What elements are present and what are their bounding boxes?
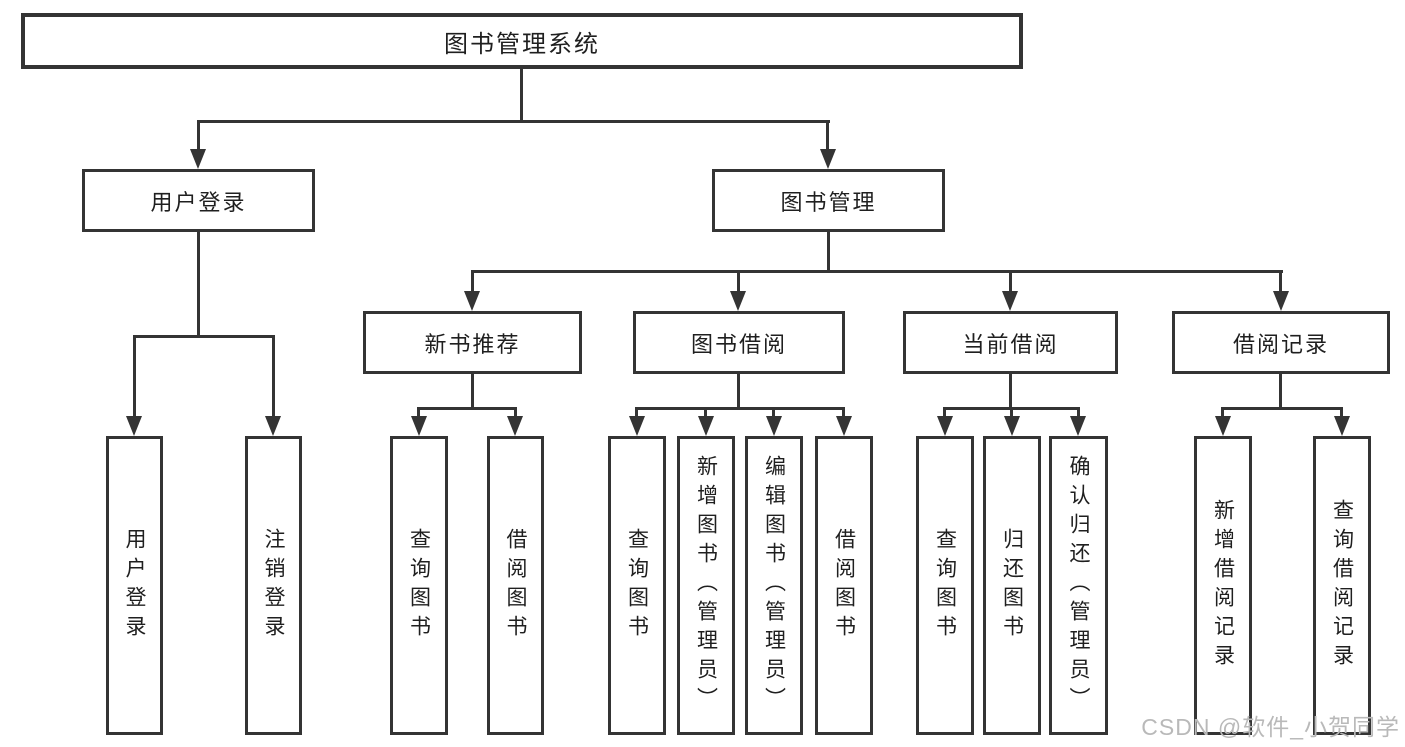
leaf-query-books-label: 查询图书 bbox=[407, 527, 431, 644]
connector-leaf-drop bbox=[1221, 407, 1224, 420]
connector-leaf-drop bbox=[272, 335, 275, 418]
connector-leaf-drop bbox=[842, 407, 845, 420]
leaf-query-books-recommend: 查询图书 bbox=[390, 436, 448, 735]
node-library-system-label: 图书管理系统 bbox=[444, 30, 600, 58]
connector-new-rec-rail bbox=[417, 407, 517, 410]
connector-leaf-drop bbox=[514, 407, 517, 420]
leaf-confirm-return-admin-label: 确认归还（管理员） bbox=[1067, 455, 1091, 716]
connector-new-rec-stem bbox=[471, 374, 474, 410]
arrowhead-down-icon bbox=[464, 291, 480, 311]
leaf-borrow-books-label: 借阅图书 bbox=[832, 527, 856, 644]
connector-level3-drop bbox=[737, 270, 740, 294]
arrowhead-down-icon bbox=[411, 416, 427, 436]
node-current-borrowing-label: 当前借阅 bbox=[962, 331, 1059, 357]
connector-records-rail bbox=[1221, 407, 1343, 410]
node-borrowing-records-label: 借阅记录 bbox=[1232, 331, 1329, 357]
connector-current-stem bbox=[1009, 374, 1012, 410]
leaf-query-books-label: 查询图书 bbox=[625, 527, 649, 644]
connector-book-mgmt-stem bbox=[827, 232, 830, 273]
node-user-login-label: 用户登录 bbox=[150, 189, 247, 215]
connector-borrowing-stem bbox=[737, 374, 740, 410]
leaf-return-book: 归还图书 bbox=[983, 436, 1041, 735]
leaf-logout-login: 注销登录 bbox=[245, 436, 302, 735]
arrowhead-down-icon bbox=[1334, 416, 1350, 436]
connector-leaf-drop bbox=[1340, 407, 1343, 420]
leaf-edit-book-admin-label: 编辑图书（管理员） bbox=[762, 455, 786, 716]
connector-leaf-drop bbox=[635, 407, 638, 420]
connector-level3-drop bbox=[1009, 270, 1012, 294]
arrowhead-down-icon bbox=[1002, 291, 1018, 311]
connector-leaf-drop bbox=[1077, 407, 1080, 420]
leaf-query-books-current: 查询图书 bbox=[916, 436, 974, 735]
csdn-watermark: CSDN @软件_小贺同学 bbox=[1141, 714, 1400, 740]
node-borrowing-records: 借阅记录 bbox=[1172, 311, 1390, 374]
node-user-login: 用户登录 bbox=[82, 169, 315, 232]
connector-borrowing-rail bbox=[635, 407, 845, 410]
arrowhead-down-icon bbox=[190, 149, 206, 169]
leaf-query-borrow-record: 查询借阅记录 bbox=[1313, 436, 1371, 735]
connector-level3-drop bbox=[471, 270, 474, 294]
leaf-borrow-books-borrowing: 借阅图书 bbox=[815, 436, 873, 735]
arrowhead-down-icon bbox=[1273, 291, 1289, 311]
arrowhead-down-icon bbox=[629, 416, 645, 436]
arrowhead-down-icon bbox=[126, 416, 142, 436]
arrowhead-down-icon bbox=[937, 416, 953, 436]
leaf-user-login-label: 用户登录 bbox=[123, 527, 147, 644]
connector-user-login-rail bbox=[133, 335, 274, 338]
leaf-query-borrow-record-label: 查询借阅记录 bbox=[1330, 498, 1354, 673]
leaf-borrow-books-recommend: 借阅图书 bbox=[487, 436, 544, 735]
arrowhead-down-icon bbox=[265, 416, 281, 436]
connector-user-login-drop bbox=[197, 120, 200, 152]
connector-level2-rail bbox=[197, 120, 830, 123]
connector-leaf-drop bbox=[417, 407, 420, 420]
arrowhead-down-icon bbox=[1215, 416, 1231, 436]
arrowhead-down-icon bbox=[507, 416, 523, 436]
connector-leaf-drop bbox=[943, 407, 946, 420]
connector-level3-rail bbox=[471, 270, 1283, 273]
leaf-confirm-return-admin: 确认归还（管理员） bbox=[1049, 436, 1108, 735]
connector-leaf-drop bbox=[772, 407, 775, 420]
connector-user-login-stem bbox=[197, 232, 200, 338]
connector-leaf-drop bbox=[704, 407, 707, 420]
connector-leaf-drop bbox=[1010, 407, 1013, 420]
leaf-add-book-admin-label: 新增图书（管理员） bbox=[694, 455, 718, 716]
leaf-logout-login-label: 注销登录 bbox=[262, 527, 286, 644]
leaf-borrow-books-label: 借阅图书 bbox=[504, 527, 528, 644]
leaf-edit-book-admin: 编辑图书（管理员） bbox=[745, 436, 803, 735]
node-book-management: 图书管理 bbox=[712, 169, 945, 232]
node-book-borrowing: 图书借阅 bbox=[633, 311, 845, 374]
connector-root-stem bbox=[520, 69, 523, 123]
node-new-book-recommend-label: 新书推荐 bbox=[424, 331, 521, 357]
leaf-add-borrow-record: 新增借阅记录 bbox=[1194, 436, 1252, 735]
leaf-add-book-admin: 新增图书（管理员） bbox=[677, 436, 735, 735]
node-new-book-recommend: 新书推荐 bbox=[363, 311, 582, 374]
leaf-user-login: 用户登录 bbox=[106, 436, 163, 735]
arrowhead-down-icon bbox=[836, 416, 852, 436]
node-current-borrowing: 当前借阅 bbox=[903, 311, 1118, 374]
connector-leaf-drop bbox=[133, 335, 136, 418]
node-library-system: 图书管理系统 bbox=[21, 13, 1023, 69]
node-book-borrowing-label: 图书借阅 bbox=[690, 331, 787, 357]
leaf-add-borrow-record-label: 新增借阅记录 bbox=[1211, 498, 1235, 673]
arrowhead-down-icon bbox=[766, 416, 782, 436]
connector-book-mgmt-drop bbox=[826, 120, 829, 152]
arrowhead-down-icon bbox=[698, 416, 714, 436]
leaf-return-book-label: 归还图书 bbox=[1000, 527, 1024, 644]
node-book-management-label: 图书管理 bbox=[780, 189, 877, 215]
arrowhead-down-icon bbox=[820, 149, 836, 169]
leaf-query-books-borrowing: 查询图书 bbox=[608, 436, 666, 735]
connector-level3-drop bbox=[1279, 270, 1282, 294]
connector-records-stem bbox=[1279, 374, 1282, 410]
arrowhead-down-icon bbox=[730, 291, 746, 311]
arrowhead-down-icon bbox=[1070, 416, 1086, 436]
arrowhead-down-icon bbox=[1004, 416, 1020, 436]
leaf-query-books-label: 查询图书 bbox=[933, 527, 957, 644]
